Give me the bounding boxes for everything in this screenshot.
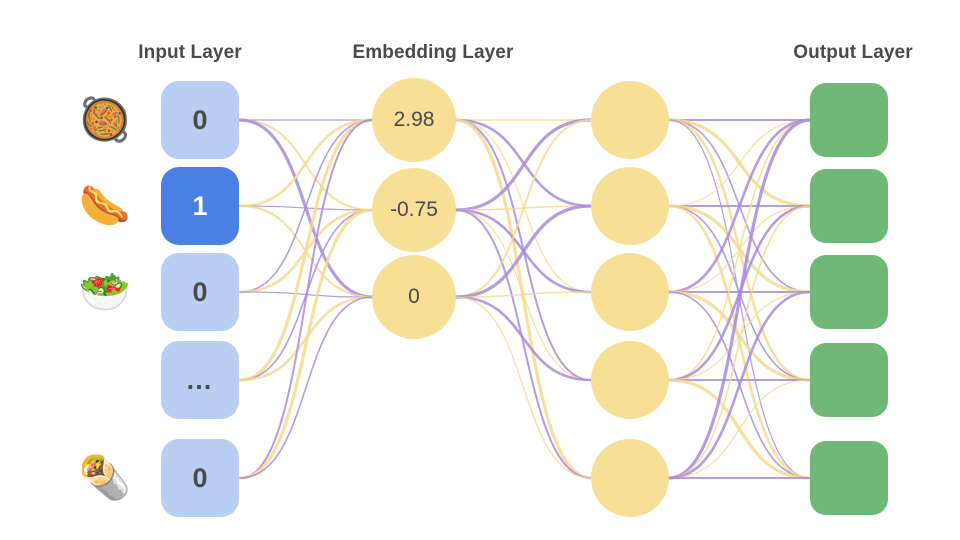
output-node-2[interactable]: [810, 255, 888, 329]
edge-0-4-2: [239, 296, 373, 479]
input-node-4[interactable]: 0: [161, 439, 239, 517]
input-node-1[interactable]: 1: [161, 167, 239, 245]
edge-1-1-0: [454, 118, 593, 212]
input-node-2[interactable]: 0: [161, 253, 239, 331]
edge-1-0-4: [454, 118, 593, 480]
output-node-1[interactable]: [810, 169, 888, 243]
output-node-4[interactable]: [810, 441, 888, 515]
edge-2-4-3: [668, 379, 811, 479]
burrito-icon: 🌯: [78, 453, 132, 502]
column-title-2: Output Layer: [793, 42, 913, 63]
soup-bowl-icon: 🥘: [78, 95, 132, 144]
edge-2-3-0: [668, 119, 811, 381]
input-node-3[interactable]: …: [161, 341, 239, 419]
embedding-node-0[interactable]: 2.98: [372, 78, 456, 162]
hidden-node-3[interactable]: [591, 341, 669, 419]
edge-2-4-2: [667, 290, 812, 480]
edge-2-3-2: [668, 291, 811, 381]
edge-0-2-0: [239, 119, 373, 293]
hot-dog-icon: 🌭: [78, 181, 132, 230]
edge-0-4-0: [239, 119, 373, 479]
embedding-node-2[interactable]: 0: [372, 255, 456, 339]
column-title-0: Input Layer: [138, 42, 242, 63]
edge-1-2-3: [454, 295, 593, 382]
edge-2-2-0: [667, 118, 812, 294]
hidden-node-0[interactable]: [591, 81, 669, 159]
salad-bowl-icon: 🥗: [78, 267, 132, 316]
input-node-0[interactable]: 0: [161, 81, 239, 159]
embedding-node-1[interactable]: -0.75: [372, 168, 456, 252]
edge-1-2-1: [454, 204, 593, 299]
edge-1-2-2: [455, 291, 592, 298]
edge-2-4-1: [668, 205, 811, 479]
output-node-0[interactable]: [810, 83, 888, 157]
column-title-1: Embedding Layer: [352, 42, 514, 63]
output-node-3[interactable]: [810, 343, 888, 417]
edge-0-1-0: [238, 118, 374, 208]
edge-1-1-4: [455, 209, 592, 479]
hidden-node-1[interactable]: [591, 167, 669, 245]
hidden-node-2[interactable]: [591, 253, 669, 331]
edge-2-1-0: [668, 119, 811, 207]
edge-1-2-0: [455, 119, 592, 298]
edge-2-4-0: [667, 118, 812, 480]
edge-0-4-1: [238, 208, 374, 480]
edge-1-2-4: [455, 296, 592, 479]
edge-0-3-0: [238, 118, 374, 382]
hidden-node-4[interactable]: [591, 439, 669, 517]
